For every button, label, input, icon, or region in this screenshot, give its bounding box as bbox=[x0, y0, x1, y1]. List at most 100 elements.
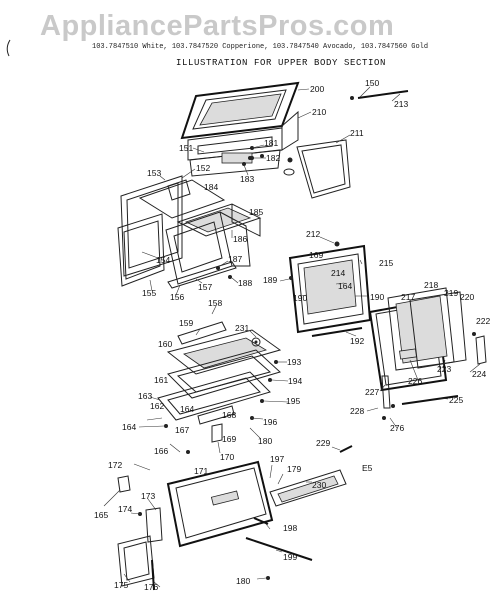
callout-180a: 180 bbox=[258, 436, 272, 446]
part-210-rear-panel bbox=[187, 110, 299, 161]
callout-197: 197 bbox=[270, 454, 284, 464]
part-212-fasteners bbox=[289, 241, 340, 280]
part-175-side-cover bbox=[117, 535, 155, 587]
callout-194: 194 bbox=[288, 376, 302, 386]
callout-190a: 190 bbox=[293, 293, 307, 303]
callout-164a: 164 bbox=[338, 281, 352, 291]
callout-231: 231 bbox=[235, 323, 249, 333]
part-231-knob bbox=[251, 337, 261, 347]
callout-210: 210 bbox=[312, 107, 326, 117]
callout-162: 162 bbox=[150, 401, 164, 411]
callout-e5: E5 bbox=[362, 463, 373, 473]
callout-219: 219 bbox=[444, 288, 458, 298]
callout-180b: 180 bbox=[236, 576, 250, 586]
callout-228: 228 bbox=[350, 406, 364, 416]
callout-155: 155 bbox=[142, 288, 156, 298]
callout-156: 156 bbox=[170, 292, 184, 302]
diagram-title: ILLUSTRATION FOR UPPER BODY SECTION bbox=[176, 58, 387, 68]
callout-169a: 169 bbox=[309, 250, 323, 260]
callout-176: 176 bbox=[144, 582, 158, 592]
callout-193: 193 bbox=[287, 357, 301, 367]
callout-190b: 190 bbox=[370, 292, 384, 302]
callout-230: 230 bbox=[312, 480, 326, 490]
callout-223: 223 bbox=[437, 364, 451, 374]
leader-lines bbox=[123, 86, 481, 588]
part-214-glass bbox=[303, 259, 357, 315]
part-227-276-hinge bbox=[381, 375, 395, 420]
callout-163: 163 bbox=[138, 391, 152, 401]
callout-215: 215 bbox=[379, 258, 393, 268]
part-192-rod bbox=[311, 327, 363, 337]
callout-labels: 150 213 200 210 151 181 182 183 211 153 … bbox=[94, 78, 490, 592]
part-225-bottom-rod bbox=[401, 395, 459, 405]
callout-189: 189 bbox=[263, 275, 277, 285]
part-187-188-screws bbox=[216, 266, 232, 279]
callout-169b: 169 bbox=[222, 434, 236, 444]
callout-151: 151 bbox=[179, 143, 193, 153]
callout-196: 196 bbox=[263, 417, 277, 427]
callout-174: 174 bbox=[118, 504, 132, 514]
callout-186: 186 bbox=[233, 234, 247, 244]
callout-164c: 164 bbox=[122, 422, 136, 432]
callout-184: 184 bbox=[204, 182, 218, 192]
callout-160: 160 bbox=[158, 339, 172, 349]
part-176-bar bbox=[151, 559, 155, 591]
callout-192: 192 bbox=[350, 336, 364, 346]
part-162-163-lower-panel bbox=[157, 371, 271, 421]
part-159-top-trim bbox=[177, 321, 227, 345]
part-220-inner-frame bbox=[409, 291, 467, 369]
callout-167: 167 bbox=[175, 425, 189, 435]
watermark: AppliancePartsPros.com bbox=[40, 10, 395, 42]
callout-165: 165 bbox=[94, 510, 108, 520]
callout-211: 211 bbox=[350, 128, 364, 138]
part-226-handle bbox=[399, 348, 417, 360]
callout-153: 153 bbox=[147, 168, 161, 178]
callout-166: 166 bbox=[154, 446, 168, 456]
callout-227: 227 bbox=[365, 387, 379, 397]
callout-226: 226 bbox=[408, 376, 422, 386]
callout-224: 224 bbox=[472, 369, 486, 379]
part-211-side-panel bbox=[296, 139, 351, 199]
callout-276: 276 bbox=[390, 423, 404, 433]
callout-214: 214 bbox=[331, 268, 345, 278]
part-213-rod bbox=[350, 90, 409, 100]
callout-218: 218 bbox=[424, 280, 438, 290]
callout-217: 217 bbox=[401, 292, 415, 302]
callout-168: 168 bbox=[222, 410, 236, 420]
part-154-side-cover bbox=[117, 213, 165, 287]
callout-157: 157 bbox=[198, 282, 212, 292]
part-157-bottom-rail bbox=[167, 261, 237, 289]
part-167-168-brackets bbox=[197, 405, 235, 443]
part-161-control-panel bbox=[167, 349, 281, 399]
callout-164b: 164 bbox=[180, 404, 194, 414]
part-198-199-rails bbox=[245, 517, 313, 580]
part-229-rod bbox=[339, 445, 353, 453]
callout-183: 183 bbox=[240, 174, 254, 184]
part-184-top-plate bbox=[138, 179, 226, 219]
part-185-rack bbox=[176, 203, 262, 237]
callout-199: 199 bbox=[283, 552, 297, 562]
callout-170: 170 bbox=[220, 452, 234, 462]
callout-225: 225 bbox=[449, 395, 463, 405]
callout-179: 179 bbox=[287, 464, 301, 474]
model-numbers-header: 103.7847510 White, 103.7847520 Copperion… bbox=[92, 43, 429, 51]
callout-150: 150 bbox=[365, 78, 379, 88]
part-230-drawer-bottom bbox=[269, 469, 347, 507]
part-171-drawer-front bbox=[166, 460, 274, 548]
callout-200: 200 bbox=[310, 84, 324, 94]
callout-158: 158 bbox=[208, 298, 222, 308]
part-172-165-hinge-pin bbox=[103, 475, 131, 507]
callout-195: 195 bbox=[286, 396, 300, 406]
callout-175: 175 bbox=[114, 580, 128, 590]
part-200-top-rim bbox=[180, 81, 300, 140]
callout-154: 154 bbox=[156, 255, 170, 265]
callout-229: 229 bbox=[316, 438, 330, 448]
part-215-door-frame bbox=[288, 244, 372, 334]
callout-173: 173 bbox=[141, 491, 155, 501]
part-222-224-hinge-bracket bbox=[472, 332, 487, 365]
callout-220: 220 bbox=[460, 292, 474, 302]
part-186-box-body bbox=[165, 211, 251, 285]
callout-152: 152 bbox=[196, 163, 210, 173]
callout-212: 212 bbox=[306, 229, 320, 239]
